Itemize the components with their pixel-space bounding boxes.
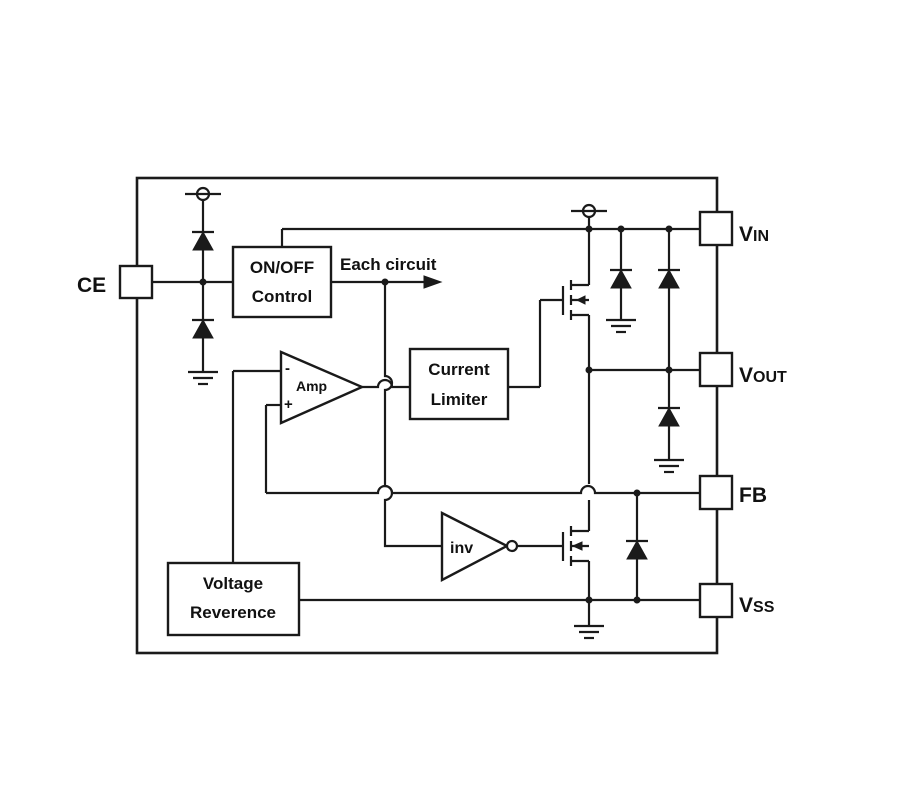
current-limiter-block: Current Limiter [408, 347, 510, 421]
fb-label: FB [739, 484, 767, 507]
onoff-line2: Control [252, 287, 312, 306]
inverter: inv [440, 511, 519, 582]
ce-protection-diode-lower [188, 282, 218, 386]
ic-outline [135, 176, 719, 655]
voltage-line2: Reverence [190, 603, 276, 622]
pass-transistor [561, 229, 591, 484]
vin-vout-diode [658, 229, 680, 370]
vout-pin [698, 351, 734, 388]
vss-label: VSS [739, 594, 775, 617]
vin-label: VIN [739, 223, 769, 246]
amp-plus: + [284, 396, 293, 413]
voltage-line1: Voltage [203, 574, 263, 593]
onoff-control-block: ON/OFF Control [231, 245, 333, 319]
discharge-transistor [561, 500, 591, 626]
voltage-reference-block: Voltage Reverence [166, 561, 301, 637]
current-line1: Current [428, 360, 490, 379]
fb-pin [698, 474, 734, 511]
ground-symbol [574, 624, 604, 640]
onoff-line1: ON/OFF [250, 258, 314, 277]
amp-minus: - [285, 360, 290, 377]
ce-pin [118, 264, 154, 300]
inv-label: inv [450, 540, 473, 557]
fb-vss-diode [626, 493, 648, 600]
vin-pin [698, 210, 734, 247]
vdd-symbol [571, 203, 607, 229]
current-line2: Limiter [431, 390, 488, 409]
vout-label: VOUT [739, 364, 787, 387]
vout-ground-diode [654, 370, 684, 474]
vss-pin [698, 582, 734, 619]
amp-label: Amp [296, 378, 327, 394]
error-amplifier: Amp - + [279, 350, 365, 425]
ce-label: CE [77, 274, 106, 297]
each-circuit-label: Each circuit [340, 255, 437, 274]
ce-protection-diode-upper [185, 186, 221, 282]
vin-ground-diode [606, 229, 636, 334]
